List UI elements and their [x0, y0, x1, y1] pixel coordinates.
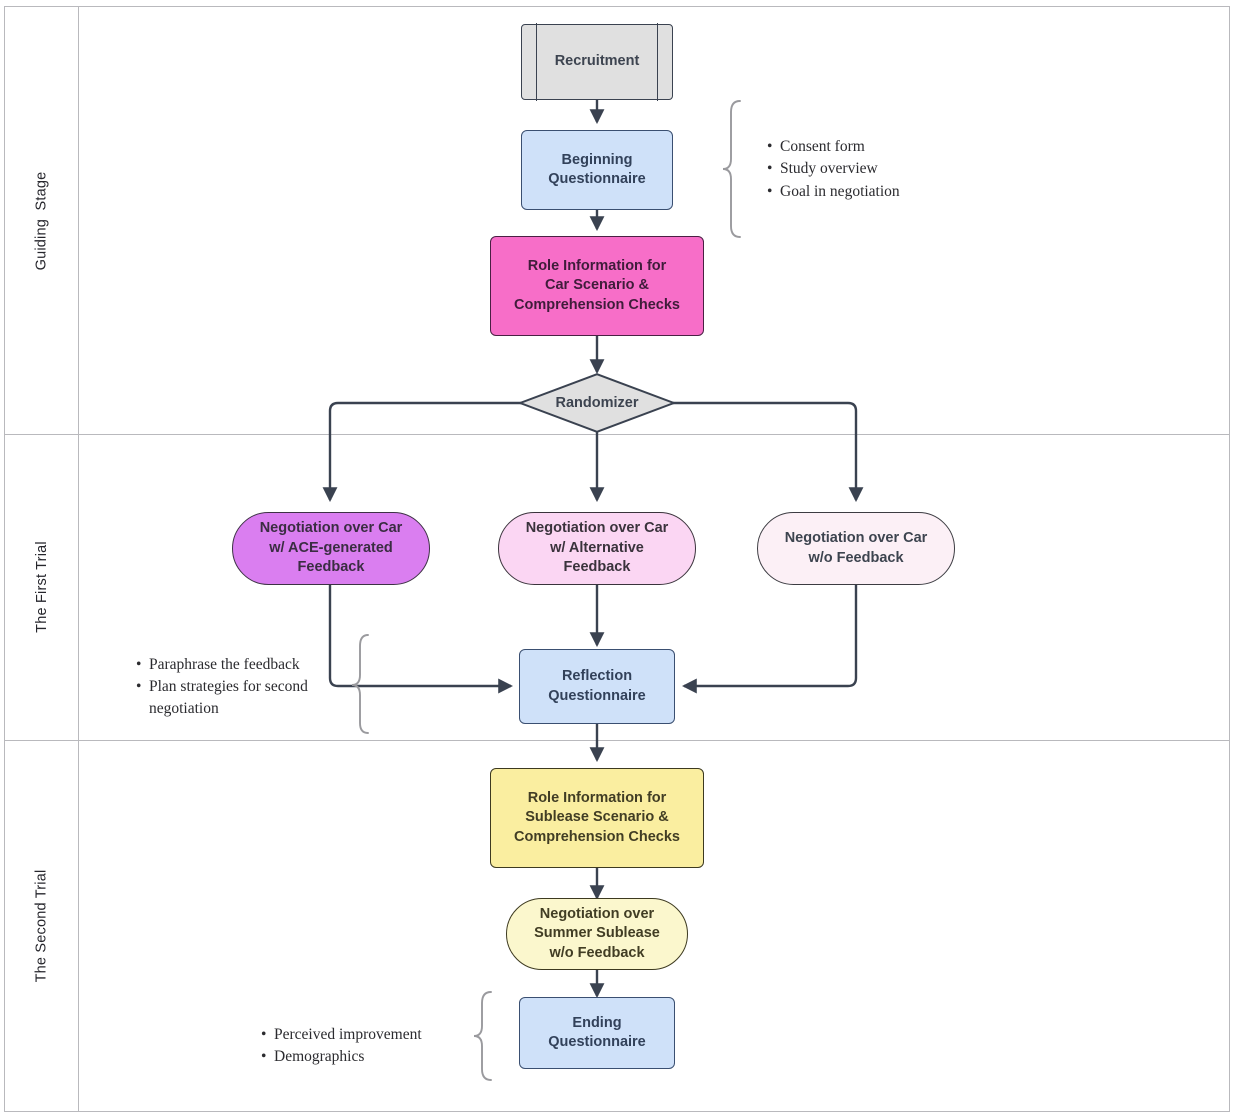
annotation-guiding-stage-item: Goal in negotiation	[767, 181, 995, 203]
lane-label-divider	[78, 7, 79, 1111]
node-negotiation-no-feedback[interactable]: Negotiation over Car w/o Feedback	[757, 512, 955, 585]
predefined-process-bar-left	[536, 23, 537, 101]
node-negotiation-alternative-feedback-label: Negotiation over Car w/ Alternative Feed…	[525, 520, 669, 576]
node-reflection-questionnaire-label: Reflection Questionnaire	[548, 668, 646, 704]
lane-label-second-trial-text: The Second Trial	[33, 869, 50, 982]
annotation-guiding-stage-item: Study overview	[767, 158, 995, 180]
lane-label-guiding-stage: Guiding Stage	[5, 7, 78, 434]
annotation-guiding-stage-item: Consent form	[767, 136, 995, 158]
annotation-reflection-item: Plan strategies for second negotiation	[136, 676, 334, 719]
node-negotiation-ace-feedback-label: Negotiation over Car w/ ACE-generated Fe…	[259, 520, 403, 576]
lane-label-guiding-stage-text: Guiding Stage	[33, 171, 50, 270]
annotation-reflection-list: Paraphrase the feedback Plan strategies …	[134, 654, 334, 719]
node-negotiation-ace-feedback[interactable]: Negotiation over Car w/ ACE-generated Fe…	[232, 512, 430, 585]
node-randomizer-label: Randomizer	[555, 395, 639, 411]
diamond-shape	[519, 373, 675, 433]
node-recruitment[interactable]: Recruitment	[521, 23, 673, 101]
lane-label-first-trial-text: The First Trial	[33, 541, 50, 633]
annotation-reflection: Paraphrase the feedback Plan strategies …	[134, 654, 334, 720]
node-ending-questionnaire[interactable]: Ending Questionnaire	[519, 997, 675, 1069]
node-role-information-car-label: Role Information for Car Scenario & Comp…	[514, 257, 680, 313]
lane-label-first-trial: The First Trial	[5, 434, 78, 740]
node-role-information-sublease[interactable]: Role Information for Sublease Scenario &…	[490, 768, 704, 868]
annotation-ending-list: Perceived improvement Demographics	[259, 1024, 474, 1068]
node-randomizer[interactable]: Randomizer	[519, 373, 675, 433]
annotation-ending-item: Perceived improvement	[261, 1024, 474, 1046]
predefined-process-bar-right	[657, 23, 658, 101]
annotation-ending-item: Demographics	[261, 1046, 474, 1068]
annotation-reflection-item: Paraphrase the feedback	[136, 654, 334, 676]
node-reflection-questionnaire[interactable]: Reflection Questionnaire	[519, 649, 675, 724]
annotation-guiding-stage: Consent form Study overview Goal in nego…	[765, 136, 995, 203]
node-negotiation-summer-sublease[interactable]: Negotiation over Summer Sublease w/o Fee…	[506, 898, 688, 970]
node-recruitment-label: Recruitment	[554, 53, 640, 70]
node-beginning-questionnaire[interactable]: Beginning Questionnaire	[521, 130, 673, 210]
annotation-guiding-stage-list: Consent form Study overview Goal in nego…	[765, 136, 995, 203]
diagram-frame	[4, 6, 1230, 1112]
lane-divider-1	[5, 434, 1229, 435]
annotation-ending: Perceived improvement Demographics	[259, 1024, 474, 1069]
node-role-information-car[interactable]: Role Information for Car Scenario & Comp…	[490, 236, 704, 336]
node-negotiation-summer-sublease-label: Negotiation over Summer Sublease w/o Fee…	[534, 905, 660, 961]
lane-label-second-trial: The Second Trial	[5, 740, 78, 1111]
node-ending-questionnaire-label: Ending Questionnaire	[548, 1014, 646, 1050]
node-beginning-questionnaire-label: Beginning Questionnaire	[548, 151, 646, 187]
node-negotiation-no-feedback-label: Negotiation over Car w/o Feedback	[784, 530, 928, 566]
node-negotiation-alternative-feedback[interactable]: Negotiation over Car w/ Alternative Feed…	[498, 512, 696, 585]
lane-divider-2	[5, 740, 1229, 741]
node-role-information-sublease-label: Role Information for Sublease Scenario &…	[514, 789, 680, 845]
